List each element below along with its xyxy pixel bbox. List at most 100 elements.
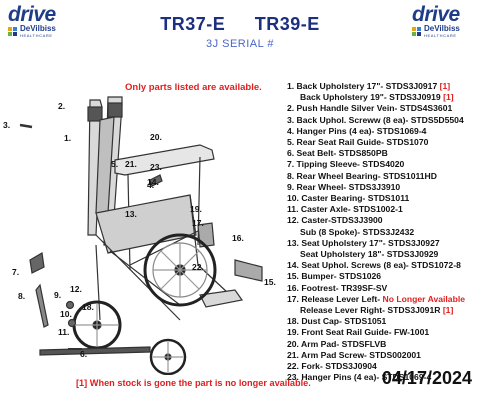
callout-17: 17.: [192, 218, 204, 228]
model-a: TR37-E: [160, 14, 226, 34]
part-item: 22. Fork- STDS3J0904: [287, 361, 477, 372]
part-item: 16. Footrest- TR39SF-SV: [287, 283, 477, 294]
logo-healthcare: HEALTHCARE: [20, 33, 53, 38]
callout-20: 20.: [150, 132, 162, 142]
part-text: 7. Tipping Sleeve- STDS4020: [287, 159, 405, 170]
part-text: 2. Push Handle Silver Vein- STDS4S3601: [287, 103, 453, 114]
callout-16: 16.: [232, 233, 244, 243]
part-text: 1. Back Upholstery 17"- STDS3J0917: [287, 81, 440, 91]
callout-22: 22.: [192, 262, 204, 272]
footplate: [199, 289, 244, 308]
part-item: Sub (8 Spoke)- STDS3J2432: [287, 227, 477, 238]
seat-upholstery: [95, 194, 197, 254]
part-item: 11. Caster Axle- STDS1002-1: [287, 204, 477, 215]
footnote: [1] When stock is gone the part is no lo…: [76, 378, 311, 388]
availability-flag: [1]: [442, 305, 454, 316]
devilbiss-mark-icon: [8, 26, 18, 37]
part-text: 21. Arm Pad Screw- STDS002001: [287, 349, 421, 360]
part-item: 20. Arm Pad- STDSFLVB: [287, 339, 477, 350]
part-text: 20. Arm Pad- STDSFLVB: [287, 338, 387, 349]
wheelchair-diagram: 1. 2. 3. 4. 5. 6. 7. 8. 9. 10. 11. 12. 1…: [3, 96, 276, 375]
availability-flag: [1]: [443, 92, 454, 103]
callout-6: 6.: [80, 349, 87, 359]
part-item: 9. Rear Wheel- STDS3J3910: [287, 182, 477, 193]
part-item: 10. Caster Bearing- STDS1011: [287, 193, 477, 204]
bearing-icon: [65, 300, 75, 310]
parts-notice: Only parts listed are available.: [125, 82, 262, 93]
part-item: 19. Front Seat Rail Guide- FW-1001: [287, 327, 477, 338]
part-item: 6. Seat Belt- STDS850PB: [287, 148, 477, 159]
serial-subtitle: 3J SERIAL #: [205, 38, 275, 50]
logo-word: drive: [412, 3, 460, 26]
callout-13: 13.: [125, 209, 137, 219]
callout-12: 12.: [70, 284, 82, 294]
callout-2: 2.: [58, 101, 65, 111]
revision-date: 04/17/2024: [381, 368, 472, 388]
part-item: 21. Arm Pad Screw- STDS002001: [287, 350, 477, 361]
part-text: 3. Back Uphol. Screww (8 ea)- STDS5D5504: [287, 114, 464, 125]
arm-pad: [114, 144, 215, 176]
part-item: 12. Caster-STDS3J3900: [287, 215, 477, 226]
part-item: 14. Seat Uphol. Screws (8 ea)- STDS1072-…: [287, 260, 477, 271]
part-item: Seat Upholstery 18"- STDS3J0929: [287, 249, 477, 260]
left-handle-grip: [87, 106, 103, 122]
part-text: 14. Seat Uphol. Screws (8 ea)- STDS1072-…: [287, 260, 461, 271]
part-item: 5. Rear Seat Rail Guide- STDS1070: [287, 137, 477, 148]
part-text: Back Upholstery 19"- STDS3J0919: [300, 92, 444, 103]
part-item: 1. Back Upholstery 17"- STDS3J0917 [1]: [287, 81, 477, 92]
part-text: 12. Caster-STDS3J3900: [287, 215, 383, 226]
part-text: 10. Caster Bearing- STDS1011: [287, 193, 410, 204]
callout-9: 9.: [54, 290, 61, 300]
callout-14: 14.: [147, 177, 159, 187]
devilbiss-mark-icon: [412, 26, 422, 37]
model-b: TR39-E: [254, 14, 320, 34]
part-item: 15. Bumper- STDS1026: [287, 271, 477, 282]
part-text: 6. Seat Belt- STDS850PB: [287, 148, 388, 159]
rear-wheel: [143, 233, 217, 307]
callout-8: 8.: [18, 291, 25, 301]
callout-21: 21.: [125, 159, 137, 169]
callout-3: 3.: [3, 120, 10, 130]
part-text: 5. Rear Seat Rail Guide- STDS1070: [287, 137, 429, 148]
part-item: Back Upholstery 19"- STDS3J0919 [1]: [287, 92, 477, 103]
part-text: 23. Hanger Pins (4 ea)- STDS1069-4: [287, 372, 432, 383]
tipping-sleeve-icon: [29, 252, 45, 274]
part-text: Seat Upholstery 18"- STDS3J0929: [300, 249, 439, 260]
callout-7: 7.: [12, 267, 19, 277]
logo-healthcare: HEALTHCARE: [424, 33, 457, 38]
part-text: 13. Seat Upholstery 17"- STDS3J0927: [287, 237, 440, 248]
callout-15: 15.: [264, 277, 276, 287]
part-item: 2. Push Handle Silver Vein- STDS4S3601: [287, 103, 477, 114]
footrest-icon: [234, 259, 263, 282]
part-text: 19. Front Seat Rail Guide- FW-1001: [287, 327, 430, 338]
seat-belt: [39, 346, 151, 356]
part-text: 4. Hanger Pins (4 ea)- STDS1069-4: [287, 125, 427, 136]
part-item: 13. Seat Upholstery 17"- STDS3J0927: [287, 238, 477, 249]
part-item: 4. Hanger Pins (4 ea)- STDS1069-4: [287, 126, 477, 137]
callout-1: 1.: [64, 133, 71, 143]
caster-axle-icon: [35, 283, 49, 328]
part-text: 17. Release Lever Left-: [287, 293, 383, 304]
callout-19: 19.: [190, 204, 202, 214]
part-text: 16. Footrest- TR39SF-SV: [287, 282, 388, 293]
logo-brand: DeVilbiss: [424, 24, 460, 33]
part-item: 23. Hanger Pins (4 ea)- STDS1069-4: [287, 372, 477, 383]
parts-list: 1. Back Upholstery 17"- STDS3J0917 [1]Ba…: [287, 81, 477, 383]
right-handle-grip: [107, 102, 123, 118]
part-text: 9. Rear Wheel- STDS3J3910: [287, 181, 401, 192]
drive-logo-left: drive DeVilbiss HEALTHCARE: [8, 3, 68, 42]
callout-23: 23.: [150, 162, 162, 172]
part-text: 8. Rear Wheel Bearing- STDS1011HD: [287, 170, 437, 181]
logo-word: drive: [8, 3, 56, 26]
availability-flag: No Longer Available: [382, 293, 465, 304]
part-text: Release Lever Right- STDS3J091R: [300, 305, 443, 316]
part-text: 11. Caster Axle- STDS1002-1: [287, 204, 403, 215]
logo-brand: DeVilbiss: [20, 24, 56, 33]
part-text: 18. Dust Cap- STDS1051: [287, 316, 387, 327]
callout-5: 5.: [111, 159, 118, 169]
part-item: 18. Dust Cap- STDS1051: [287, 316, 477, 327]
part-item: 8. Rear Wheel Bearing- STDS1011HD: [287, 171, 477, 182]
part-text: 22. Fork- STDS3J0904: [287, 361, 377, 372]
callout-4: 4.: [147, 180, 154, 190]
arm-pad-screw-icon: [149, 174, 163, 187]
